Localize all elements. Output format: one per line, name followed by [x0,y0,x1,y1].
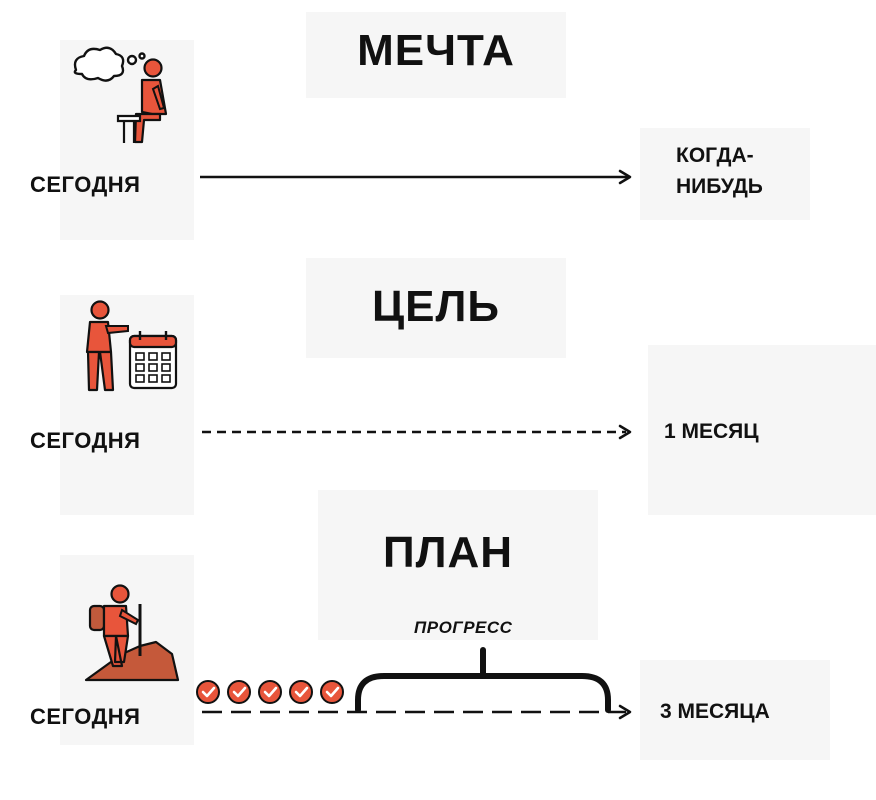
timeline-arrow-goal [202,424,632,440]
end-label-plan-line-1: 3 МЕСЯЦА [660,700,770,723]
hiker-icon [84,584,180,682]
checkpoint-marks [196,680,344,704]
timeline-arrow-dream [200,169,632,185]
timeline-arrow-plan [202,704,632,720]
progress-bracket [355,647,611,713]
title-plan: ПЛАН [382,528,514,577]
checkpoint-1 [196,680,220,704]
end-label-dream: КОГДА- НИБУДЬ [676,140,763,202]
person-calendar-icon [85,300,178,392]
end-label-dream-line-1: КОГДА- [676,144,754,167]
end-label-goal: 1 МЕСЯЦ [664,416,759,447]
checkpoint-3 [258,680,282,704]
dreaming-person-icon [73,46,168,144]
end-label-goal-line-1: 1 МЕСЯЦ [664,420,759,443]
title-dream: МЕЧТА [357,26,515,75]
progress-label: ПРОГРЕСС [414,618,513,637]
start-label-dream: СЕГОДНЯ [30,172,141,197]
checkpoint-4 [289,680,313,704]
end-label-dream-line-2: НИБУДЬ [676,175,763,198]
title-goal: ЦЕЛЬ [372,282,500,331]
checkpoint-2 [227,680,251,704]
end-label-plan: 3 МЕСЯЦА [660,696,770,727]
start-label-goal: СЕГОДНЯ [30,428,141,453]
start-label-plan: СЕГОДНЯ [30,704,141,729]
checkpoint-5 [320,680,344,704]
